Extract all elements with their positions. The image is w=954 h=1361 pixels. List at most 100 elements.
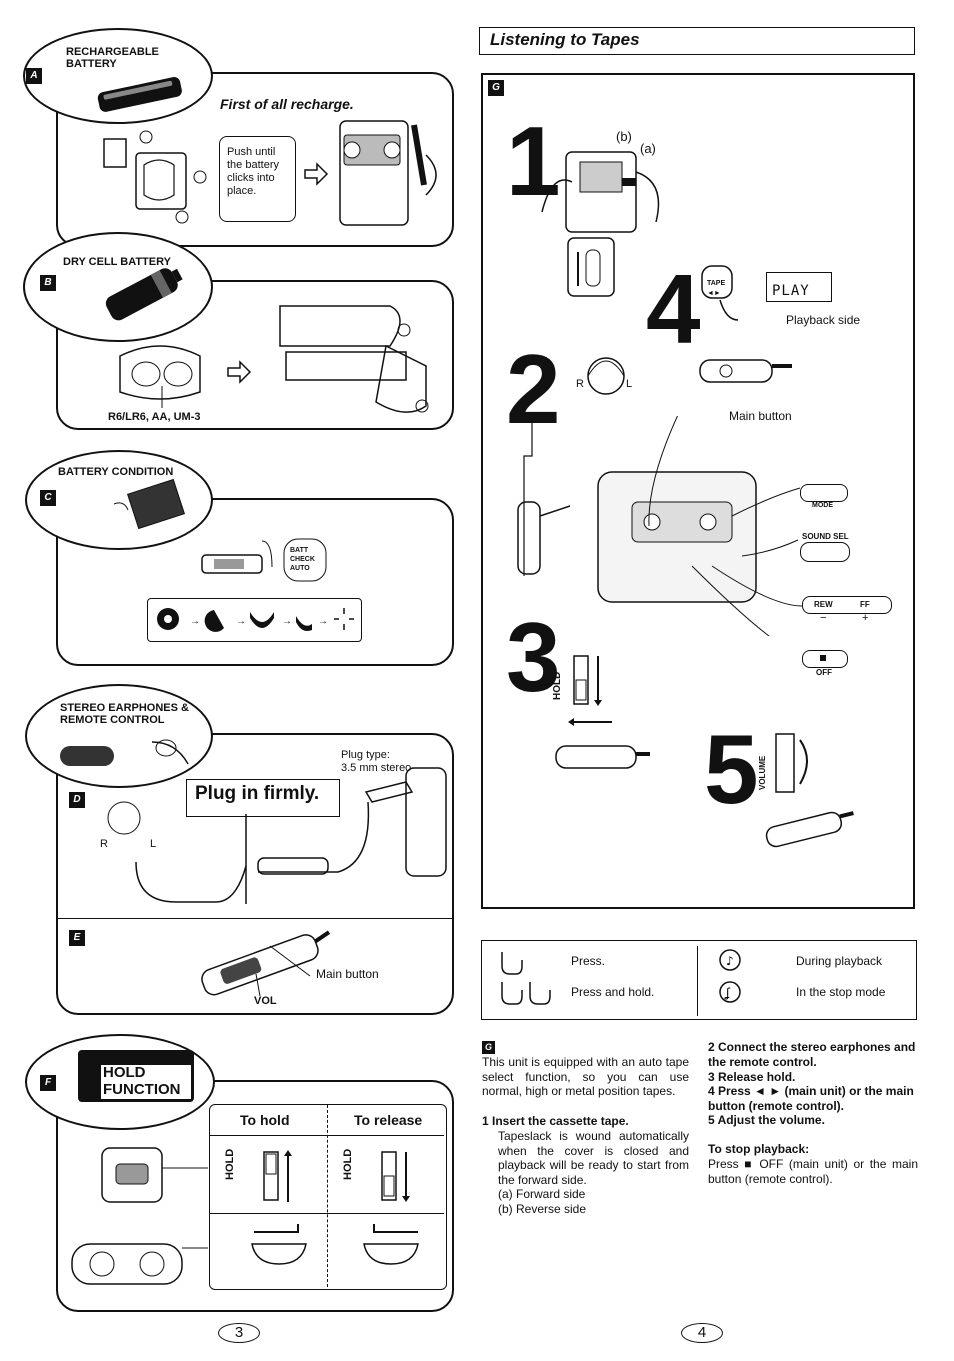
off-label: OFF [816, 668, 832, 677]
legend-press: Press. [571, 954, 606, 968]
step-2-text: 2 Connect the stereo earphones and the r… [708, 1040, 916, 1069]
push-callout-text: Push until the battery clicks into place… [227, 146, 279, 197]
battery-condition-title: BATTERY CONDITION [58, 466, 174, 478]
tape-button-label: TAPE [707, 280, 726, 287]
plug-banner-box [186, 779, 340, 817]
lcd-display [766, 272, 832, 302]
arrow-right-icon [227, 360, 252, 384]
right-ear-label: R [100, 838, 108, 850]
rew-ff-button[interactable] [802, 596, 892, 614]
hold-slider-off-illustration [381, 1151, 410, 1202]
press-hand-icon [501, 952, 523, 975]
hold-table [209, 1104, 447, 1290]
svg-text:→: → [282, 616, 292, 627]
remote-hold-detail-illustration [71, 1243, 208, 1285]
side-a-label: (a) [640, 141, 656, 156]
remote-hold-off-illustration [363, 1224, 419, 1265]
main-button-label-g: Main button [729, 409, 792, 423]
earphones-illustration [60, 739, 189, 766]
svg-text:♪: ♪ [726, 954, 734, 968]
earphones-remote-title: STEREO EARPHONES & REMOTE CONTROL [60, 702, 189, 726]
cassette-insert-illustration [541, 151, 660, 233]
legend-press-hold: Press and hold. [571, 985, 655, 999]
battery-level-sequence: → → → → [157, 608, 354, 632]
section-d-e-divider [57, 918, 452, 919]
remote-main-button-label: Main button [316, 967, 379, 981]
page-number-left: 3 [218, 1323, 260, 1343]
hold-label-vertical: HOLD [224, 1148, 236, 1180]
dry-cell-battery-title: DRY CELL BATTERY [63, 256, 171, 268]
svg-text:ʆ: ʆ [724, 986, 731, 1000]
section-b-tag: B [40, 275, 56, 291]
step-number-3: 3 [506, 602, 561, 712]
rew-minus-label: − [820, 612, 827, 624]
step-3-text: 3 Release hold. [708, 1070, 796, 1084]
left-ear-label: L [150, 838, 157, 850]
listening-title-box [479, 27, 915, 55]
svg-text:→: → [236, 616, 246, 627]
callout-box [219, 136, 296, 222]
legend-box [481, 940, 917, 1020]
remote-volume-illustration [765, 811, 854, 848]
step-1-title: 1 Insert the cassette tape. [482, 1114, 629, 1128]
section-d-tag: D [69, 792, 85, 808]
remote-top-illustration [699, 359, 792, 383]
legend-divider [697, 946, 698, 1016]
svg-text:→: → [318, 616, 328, 627]
section-f-tag: F [40, 1075, 56, 1091]
battery-insert-illustration [339, 120, 437, 226]
remote-control-illustration [201, 930, 331, 997]
remote-hold-on-illustration [251, 1224, 307, 1265]
sound-sel-button[interactable] [800, 542, 850, 562]
lcd-play-text: PLAY [772, 283, 810, 299]
rechargeable-battery-illustration [97, 77, 182, 112]
stop-playback-title: To stop playback: [708, 1142, 810, 1156]
stop-mode-icon: ʆ [719, 981, 741, 1003]
svg-text:→: → [190, 616, 200, 627]
rew-label: REW [814, 600, 833, 609]
recharge-heading: First of all recharge. [220, 96, 354, 112]
sound-sel-label: SOUND SEL [802, 532, 849, 541]
stop-playback-body: Press ■ OFF (main unit) or the main butt… [708, 1157, 918, 1186]
step-5-text: 5 Adjust the volume. [708, 1113, 825, 1127]
section-g-panel [481, 73, 915, 909]
ff-plus-label: + [862, 612, 869, 624]
hold-table-row-divider [210, 1213, 444, 1214]
hold-table-col-divider [327, 1105, 328, 1287]
legend-during-playback: During playback [796, 954, 883, 968]
remote-hold-release-illustration [555, 718, 650, 769]
arrow-right-icon [304, 162, 329, 186]
mode-label: MODE [812, 502, 833, 509]
text-section-g-tag: G [482, 1041, 495, 1054]
mode-button[interactable] [800, 484, 848, 502]
section-a-tag: A [26, 68, 42, 84]
battery-type-label: R6/LR6, AA, UM-3 [108, 411, 201, 423]
playback-side-label: Playback side [786, 313, 861, 327]
right-ear-label-g: R [576, 378, 584, 390]
rechargeable-battery-title: RECHARGEABLE BATTERY [66, 46, 159, 70]
battery-level-box [147, 598, 362, 642]
step-number-1: 1 [506, 106, 561, 216]
section-c-oval [25, 450, 213, 550]
stop-square-icon [820, 655, 826, 661]
function-title: FUNCTION [103, 1081, 181, 1098]
play-arrows-icon: ◄► [707, 290, 721, 297]
main-unit-illustration [517, 416, 803, 636]
section-c-tag: C [40, 490, 56, 506]
hold-title: HOLD [103, 1064, 146, 1081]
legend-stop-mode: In the stop mode [796, 985, 886, 999]
volume-label: VOLUME [758, 755, 767, 790]
battery-check-illustration [113, 478, 186, 530]
batt-check-label: BATT CHECK AUTO [290, 547, 315, 572]
unit-battery-compartment-illustration [279, 305, 429, 413]
unit-hold-illustration [101, 1147, 208, 1203]
hold-release-illustration [573, 655, 602, 706]
vol-label: VOL [254, 995, 277, 1007]
plug-in-firmly-text: Plug in firmly. [195, 783, 320, 804]
plug-type-note: Plug type: [341, 749, 390, 761]
step-1-body: Tapeslack is wound automatically when th… [498, 1129, 689, 1187]
ff-label: FF [860, 600, 870, 609]
section-g-tag: G [488, 80, 504, 96]
hold-slider-on-illustration [263, 1150, 292, 1202]
stop-off-button[interactable] [802, 650, 848, 668]
